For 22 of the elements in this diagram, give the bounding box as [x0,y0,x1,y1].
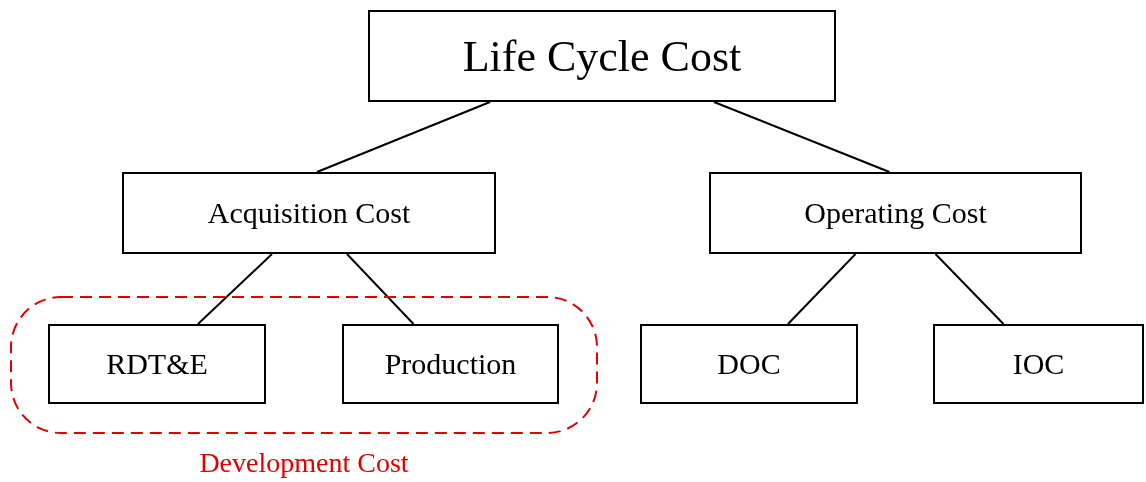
cost-box [48,324,266,404]
cost-box [933,324,1144,404]
box-label: RDT&E [106,347,208,381]
box-label: Life Cycle Cost [462,30,742,82]
connector-line [934,253,1005,325]
connector-line [713,101,891,173]
dashed-group-outline [10,296,598,480]
box-label: DOC [717,347,781,381]
cost-box [709,172,1082,254]
group-label: Development Cost [198,446,410,480]
box-label: Operating Cost [804,196,987,230]
cost-box [640,324,858,404]
connector-line [787,253,857,325]
box-label: Production [384,347,517,381]
connector-line [197,253,273,325]
cost-box [368,10,836,102]
box-label: Acquisition Cost [207,196,411,230]
box-label: IOC [1012,347,1065,381]
cost-box [342,324,559,404]
cost-box [122,172,496,254]
connector-line [346,253,415,325]
connector-line [316,101,491,173]
